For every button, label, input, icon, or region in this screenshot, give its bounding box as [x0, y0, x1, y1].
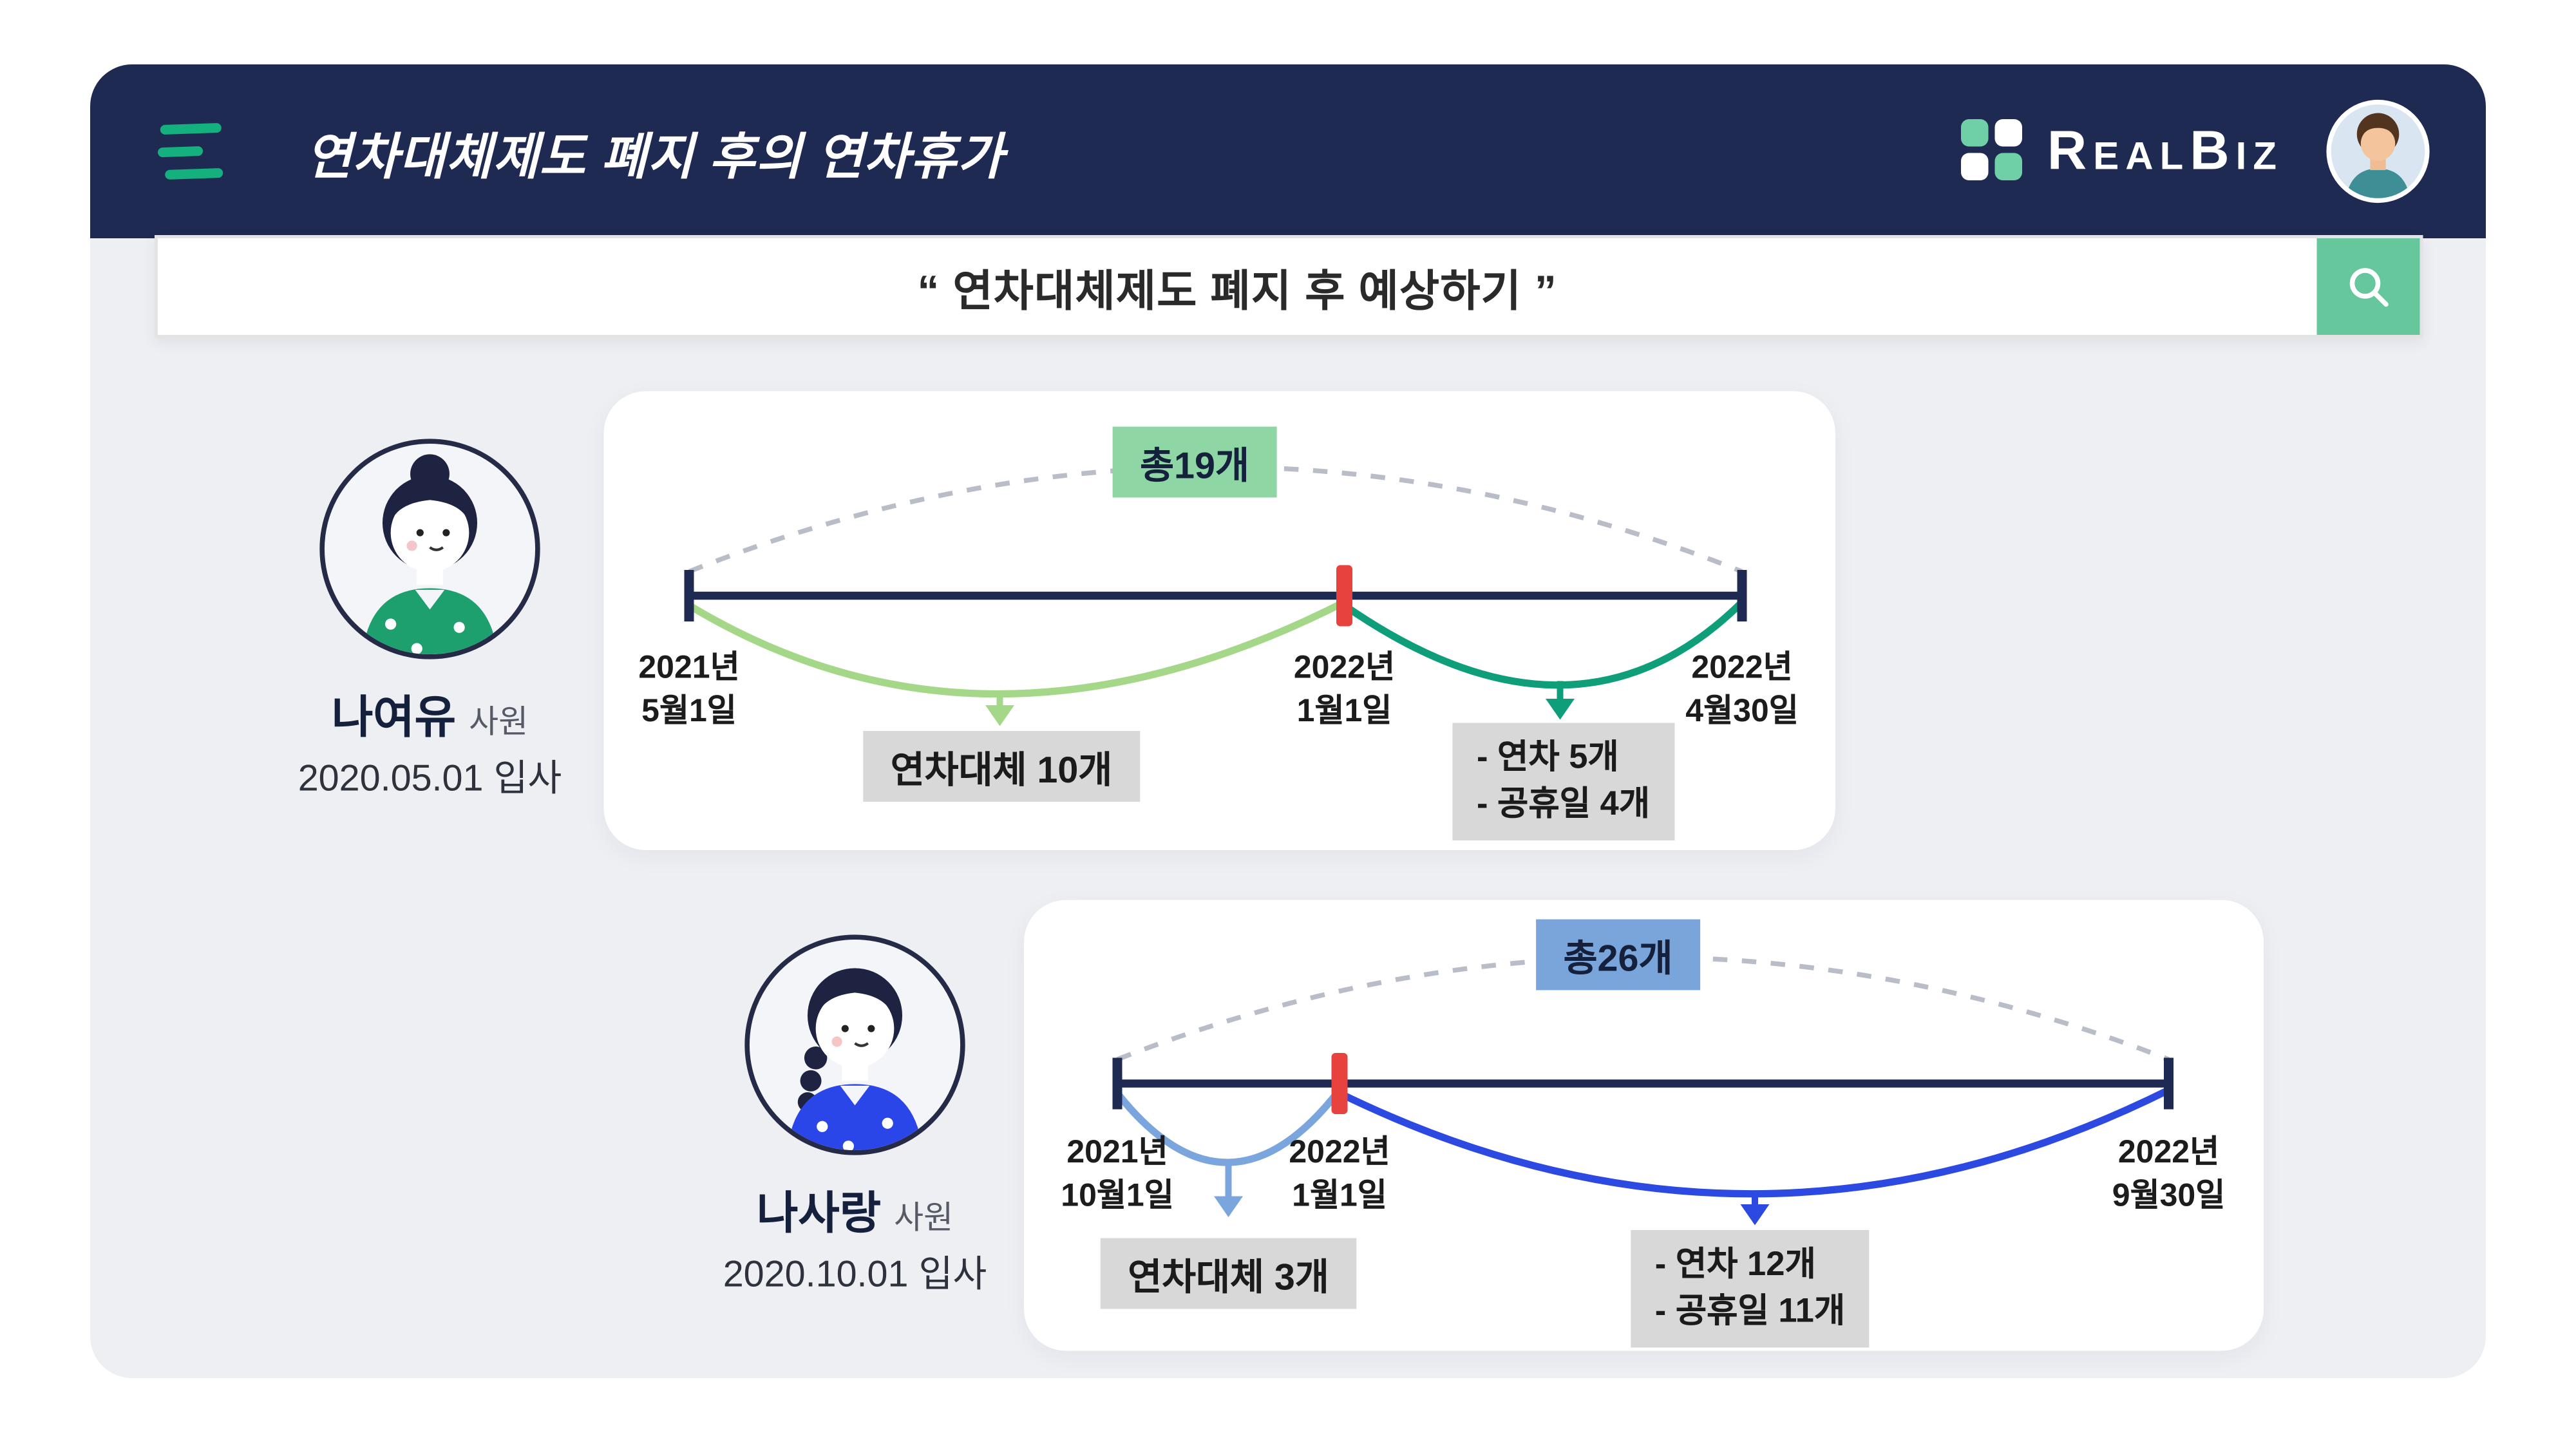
employee1-avatar — [319, 439, 540, 659]
timeline1-total-badge: 총19개 — [1112, 426, 1277, 498]
timeline2-date-start: 2021년 10월1일 — [1061, 1135, 1174, 1215]
timeline-card-1: 총19개 2021년 5월1일 2022년 1월1일 2022년 4월30일 연… — [603, 391, 1835, 850]
timeline1-substitute-badge: 연차대체 10개 — [863, 731, 1140, 802]
employee-role: 사원 — [469, 705, 529, 741]
timeline1-graphic — [684, 464, 1747, 726]
timeline2-date-end: 2022년 9월30일 — [2112, 1135, 2226, 1215]
timeline2-total-badge: 총26개 — [1536, 919, 1700, 990]
timeline2-breakdown-badge: - 연차 12개 - 공휴일 11개 — [1631, 1230, 1870, 1347]
realbiz-logo-icon — [1960, 119, 2022, 180]
realbiz-logo-text: RealBiz — [2047, 120, 2283, 182]
timeline2-date-mid: 2022년 1월1일 — [1289, 1135, 1390, 1215]
employee1-name-row: 나여유 사원 — [196, 683, 663, 747]
menu-icon[interactable] — [157, 122, 227, 180]
employee2-join-date: 2020.10.01 입사 — [723, 1253, 987, 1294]
page-title: 연차대체제도 폐지 후의 연차휴가 — [306, 128, 1005, 185]
search-query-text: “ 연차대체제도 폐지 후 예상하기 ” — [917, 266, 1558, 315]
timeline1-breakdown-badge: - 연차 5개 - 공휴일 4개 — [1452, 723, 1674, 840]
timeline1-date-end: 2022년 4월30일 — [1685, 650, 1799, 730]
search-icon — [2349, 268, 2389, 307]
timeline-card-2: 총26개 2021년 10월1일 2022년 1월1일 2022년 9월30일 … — [1024, 900, 2264, 1351]
header-bar: 연차대체제도 폐지 후의 연차휴가 RealBiz — [90, 64, 2486, 238]
main-frame: 연차대체제도 폐지 후의 연차휴가 RealBiz — [90, 64, 2486, 1378]
timeline2-graphic — [1112, 954, 2174, 1226]
employee1-join-date: 2020.05.01 입사 — [298, 757, 562, 799]
search-button[interactable] — [2316, 238, 2420, 335]
brand: RealBiz — [1960, 119, 2283, 184]
employee-role: 사원 — [894, 1201, 954, 1236]
timeline1-date-mid: 2022년 1월1일 — [1293, 650, 1396, 730]
employee2-avatar — [744, 934, 965, 1155]
employee-name: 나여유 — [331, 692, 457, 743]
timeline1-date-start: 2021년 5월1일 — [638, 650, 740, 730]
presenter-avatar — [2326, 99, 2430, 204]
timeline2-substitute-badge: 연차대체 3개 — [1100, 1238, 1357, 1309]
employee2-name-row: 나사랑 사원 — [621, 1179, 1088, 1243]
employee-name: 나사랑 — [756, 1188, 882, 1238]
search-bar[interactable]: “ 연차대체제도 폐지 후 예상하기 ” — [155, 235, 2423, 338]
